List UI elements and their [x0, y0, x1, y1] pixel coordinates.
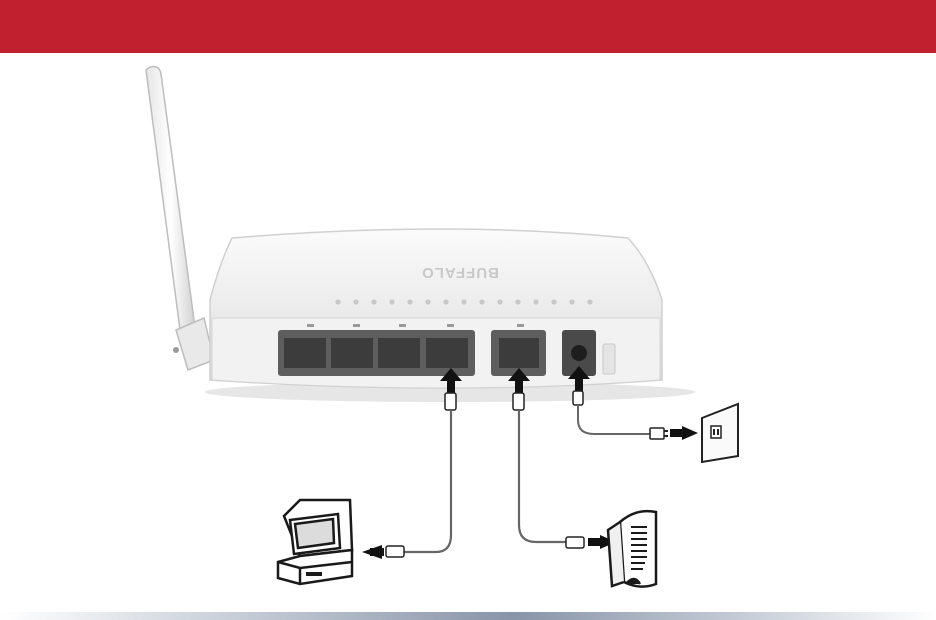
wan-port[interactable] — [499, 338, 539, 368]
indicator-light — [371, 299, 376, 304]
lan-port-1[interactable] — [284, 338, 326, 368]
ethernet-plug-icon — [445, 393, 456, 410]
ethernet-plug-icon — [566, 537, 584, 548]
indicator-light — [335, 299, 340, 304]
lan-port-4[interactable] — [426, 338, 468, 368]
power-plug-icon — [573, 391, 583, 405]
side-switch[interactable] — [603, 344, 615, 374]
indicator-lights — [335, 299, 592, 304]
lan-port-2[interactable] — [331, 338, 373, 368]
indicator-light — [353, 299, 358, 304]
indicator-light — [551, 299, 556, 304]
indicator-light — [443, 299, 448, 304]
wall-outlet — [702, 404, 738, 462]
arrow-right-icon — [682, 426, 698, 440]
indicator-light — [425, 299, 430, 304]
indicator-light — [533, 299, 538, 304]
power-plug-icon — [650, 428, 664, 439]
antenna — [146, 67, 214, 370]
indicator-light — [587, 299, 592, 304]
computer-icon — [278, 500, 352, 584]
indicator-light — [389, 299, 394, 304]
power-jack[interactable] — [571, 345, 587, 361]
indicator-light — [461, 299, 466, 304]
footer-bar — [0, 612, 936, 620]
indicator-light — [569, 299, 574, 304]
indicator-light — [515, 299, 520, 304]
broadband-modem — [608, 511, 656, 586]
router-brand-logo: BUFFALO — [421, 264, 499, 281]
ethernet-plug-icon — [513, 393, 524, 410]
ethernet-plug-icon — [386, 546, 404, 557]
indicator-light — [407, 299, 412, 304]
outlet-icon — [711, 426, 721, 438]
lan-port-3[interactable] — [378, 338, 420, 368]
modem-icon — [608, 511, 656, 586]
indicator-light — [497, 299, 502, 304]
desktop-computer — [278, 500, 352, 584]
indicator-light — [479, 299, 484, 304]
